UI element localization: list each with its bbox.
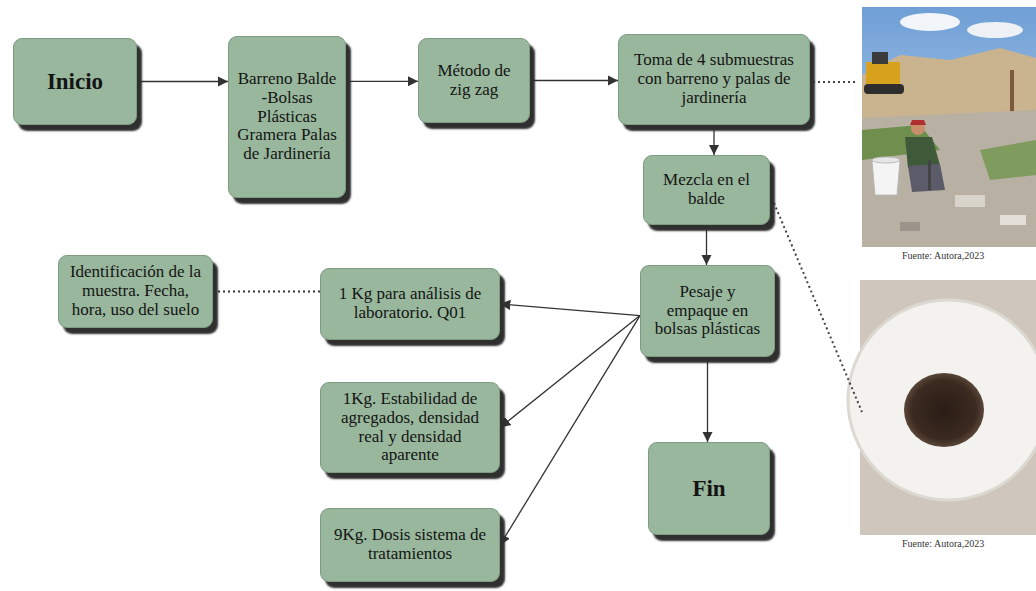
- grass: [980, 140, 1036, 180]
- rubble: [900, 222, 920, 231]
- dirt-pile: [862, 48, 1036, 120]
- process-box: Identificación de la muestra. Fecha, hor…: [58, 255, 213, 328]
- rubble-ground: [862, 110, 1036, 247]
- bulldozer-cab: [872, 52, 888, 64]
- photo-caption: Fuente: Autora,2023: [902, 250, 984, 261]
- box-text: Inicio: [47, 69, 103, 94]
- leader-line: [813, 81, 858, 83]
- person-legs: [908, 164, 945, 192]
- photo-sky: [862, 7, 1036, 247]
- person-head: [911, 121, 925, 135]
- field-photo: [862, 7, 1036, 247]
- box-text: Toma de 4 submuestras con barreno y pala…: [627, 51, 801, 107]
- dotted-connector: [213, 291, 320, 293]
- process-box: 1 Kg para análisis de laboratorio. Q01: [320, 268, 500, 340]
- box-text: Fin: [692, 476, 725, 501]
- arrow-connector: [706, 225, 707, 265]
- box-text: Mezcla en el balde: [652, 171, 761, 208]
- arrow-connector: [530, 80, 618, 81]
- arrow-connector: [500, 316, 640, 428]
- person-cap: [910, 120, 926, 125]
- cloud: [900, 13, 960, 31]
- soil-sample: [904, 373, 984, 447]
- arrow-connector: [137, 81, 228, 82]
- photo-caption: Fuente: Autora,2023: [902, 538, 984, 549]
- box-text: Identificación de la muestra. Fecha, hor…: [67, 263, 204, 319]
- bulldozer-body: [866, 62, 900, 84]
- box-text: 1Kg. Estabilidad de agregados, densidad …: [329, 390, 491, 465]
- bulldozer-track: [864, 84, 904, 94]
- cloud: [967, 22, 1023, 38]
- box-text: Método de zig zag: [427, 62, 521, 99]
- bucket: [872, 160, 900, 195]
- arrow-connector: [500, 316, 640, 545]
- box-text: 9Kg. Dosis sistema de tratamientos: [329, 526, 491, 563]
- process-box: Mezcla en el balde: [643, 155, 770, 225]
- process-box: Barreno Balde -Bolsas Plásticas Gramera …: [228, 36, 346, 198]
- box-text: Barreno Balde -Bolsas Plásticas Gramera …: [237, 70, 337, 163]
- box-text: Pesaje y empaque en bolsas plásticas: [649, 283, 766, 339]
- process-box: 1Kg. Estabilidad de agregados, densidad …: [320, 382, 500, 473]
- process-box: 9Kg. Dosis sistema de tratamientos: [320, 508, 500, 582]
- arrow-connector: [500, 304, 640, 316]
- rubble: [1000, 215, 1026, 225]
- leader-line: [774, 203, 862, 412]
- bucket-photo: [848, 280, 1036, 535]
- rubble: [955, 195, 985, 207]
- process-box: Toma de 4 submuestras con barreno y pala…: [618, 34, 810, 125]
- process-box: Método de zig zag: [418, 38, 530, 123]
- arrow-connector: [707, 357, 708, 442]
- terminal-box: Inicio: [13, 38, 137, 125]
- arrow-connector: [346, 81, 418, 82]
- box-text: 1 Kg para análisis de laboratorio. Q01: [329, 285, 491, 322]
- arrow-connector: [713, 125, 714, 155]
- soil-auger: [928, 160, 931, 190]
- bucket-rim: [872, 157, 900, 163]
- process-box: Pesaje y empaque en bolsas plásticas: [640, 265, 775, 357]
- bucket-inside: [848, 300, 1036, 500]
- person-shirt: [905, 137, 940, 168]
- terminal-box: Fin: [648, 442, 770, 535]
